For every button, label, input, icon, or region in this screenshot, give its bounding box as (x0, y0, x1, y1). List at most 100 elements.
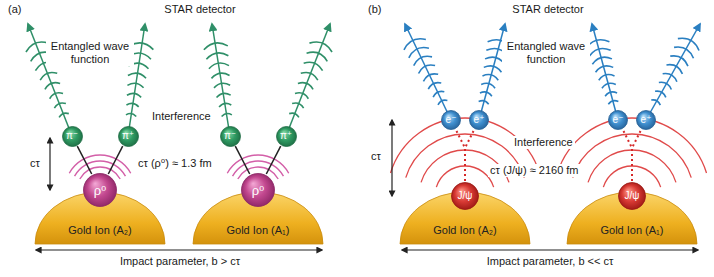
pion-particle: π⁺ (276, 126, 297, 147)
wave-front (126, 114, 136, 117)
wave-front (479, 101, 489, 105)
jpsi-particle: J/ψ (618, 182, 646, 210)
wave-front (50, 93, 63, 99)
wave-front (592, 57, 612, 64)
wave-function-label: Entangled wave function (502, 40, 590, 66)
wave-front (666, 65, 682, 74)
wave-front (304, 62, 323, 70)
decay-length-label: cτ (ρ⁰) ≈ 1.3 fm (136, 157, 214, 170)
positron-particle: e⁺ (469, 110, 489, 130)
wave-front (438, 100, 447, 105)
interference-label: Interference (512, 136, 575, 149)
pion-wave (286, 24, 332, 136)
interference-arc (227, 155, 288, 173)
decay-line (623, 130, 632, 181)
decay-line (266, 146, 280, 174)
sphere-outline (276, 126, 296, 146)
wave-front (419, 65, 436, 73)
detector-label: STAR detector (510, 3, 585, 16)
rho-particle: ρ⁰ (241, 173, 275, 207)
jpsi-particle: J/ψ (451, 182, 479, 210)
wave-front (206, 53, 228, 59)
sphere-outline (470, 111, 489, 130)
node-text: ρ⁰ (94, 184, 107, 197)
dome-outline (400, 192, 530, 244)
decay-line (77, 146, 91, 174)
interference-label: Interference (150, 110, 213, 123)
decay-line (456, 130, 465, 181)
wave-track (592, 24, 618, 120)
panel-letter: (b) (366, 3, 383, 16)
decay-length-label: cτ (J/ψ) ≈ 2160 fm (488, 164, 581, 177)
wave-front (292, 103, 304, 108)
wave-front (659, 82, 672, 89)
wave-front (670, 56, 688, 66)
impact-parameter-label: Impact parameter, b << cτ (485, 255, 616, 268)
wave-front (423, 74, 438, 82)
node-text: π⁺ (122, 131, 134, 141)
sphere-outline (118, 126, 138, 146)
sphere-outline (242, 174, 275, 207)
wave-front (482, 75, 498, 81)
sphere-outline (452, 183, 479, 210)
wave-track (212, 24, 230, 136)
dome-outline (567, 192, 697, 244)
wave-function-label: Entangled wave function (46, 40, 134, 66)
electron-wave (404, 24, 451, 120)
wave-front (219, 103, 231, 107)
decay-line (465, 130, 474, 181)
ctau-label: cτ (28, 157, 42, 170)
wave-front (217, 93, 231, 97)
node-text: e⁺ (474, 115, 485, 125)
node-text: e⁻ (613, 115, 624, 125)
wave-front (128, 73, 146, 78)
sphere-outline (619, 183, 646, 210)
sphere-outline (62, 126, 82, 146)
wave-track (405, 24, 451, 120)
interference-arc (69, 155, 130, 173)
pion-particle: π⁻ (62, 126, 83, 147)
wave-front (40, 72, 57, 80)
detector-label: STAR detector (162, 3, 237, 16)
decay-line (108, 146, 122, 174)
sphere-outline (442, 111, 461, 130)
electron-particle: e⁻ (441, 110, 461, 130)
ctau-arrow (391, 120, 392, 196)
wave-front (45, 83, 60, 90)
sphere-outline (609, 111, 628, 130)
wave-front (596, 66, 614, 72)
wave-front (480, 92, 492, 96)
wave-front (127, 93, 141, 97)
wave-front (428, 83, 441, 90)
node-text: π⁻ (66, 131, 78, 141)
wave-front (222, 114, 232, 117)
wave-front (433, 91, 444, 97)
impact-parameter-arrow (402, 249, 698, 250)
wave-front (409, 48, 429, 58)
wave-front (481, 83, 495, 88)
wave-front (608, 101, 618, 105)
node-text: ρ⁰ (252, 184, 265, 197)
node-text: J/ψ (625, 191, 640, 201)
wave-front (307, 52, 328, 61)
wave-front (126, 103, 138, 106)
node-text: π⁻ (224, 131, 236, 141)
wave-front (298, 83, 313, 90)
panel-letter: (a) (6, 3, 23, 16)
electron-wave (586, 24, 618, 120)
wave-front (309, 42, 332, 52)
wave-front (678, 38, 699, 50)
wave-front (204, 43, 228, 50)
ctau-label: cτ (369, 150, 383, 163)
wave-front (605, 92, 617, 96)
wave-front (54, 103, 66, 108)
wave-front (211, 73, 229, 78)
wave-track (479, 24, 505, 120)
wave-front (127, 83, 143, 88)
decay-line (632, 130, 641, 181)
wave-front (59, 113, 69, 117)
wave-front (414, 56, 432, 65)
electron-wave (646, 24, 700, 120)
wave-front (655, 91, 666, 97)
